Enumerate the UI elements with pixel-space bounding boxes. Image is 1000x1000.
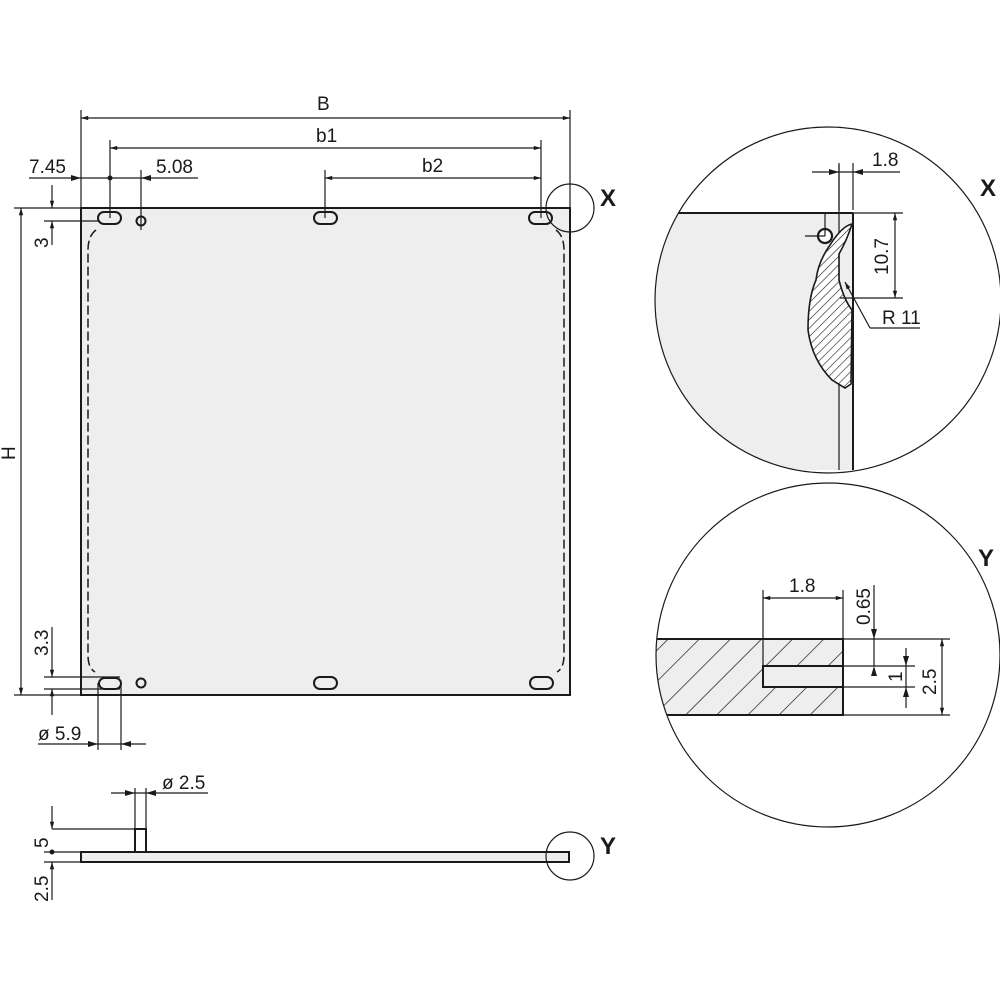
dim-5-08-label: 5.08 — [156, 157, 193, 178]
detail-x-circle — [654, 126, 1000, 474]
front-view: B b1 b2 7.45 5.08 3 H 3.3 — [0, 94, 616, 750]
right-fold-edge — [555, 229, 565, 673]
side-pin — [134, 828, 147, 853]
hole-bottom-left — [135, 677, 147, 689]
detail-y-dim-0-65: 0.65 — [854, 588, 875, 625]
side-panel — [80, 851, 570, 863]
detail-x-dim-10-7: 10.7 — [872, 238, 893, 275]
detail-y: Y 1.8 0.65 1 2.5 — [655, 482, 1000, 828]
detail-y-marker-circle — [545, 831, 595, 881]
slot-bottom-right — [529, 676, 554, 690]
dim-thickness-label: 2.5 — [32, 876, 53, 902]
dim-5-9-label: ø 5.9 — [38, 724, 81, 745]
dim-pin-height-label: 5 — [32, 837, 53, 848]
detail-y-label: Y — [978, 545, 994, 572]
left-fold-edge — [87, 229, 97, 673]
detail-y-groove — [762, 665, 844, 688]
front-panel — [80, 207, 571, 696]
detail-y-circle — [655, 482, 1000, 828]
dim-b1-label: b1 — [316, 126, 337, 147]
detail-x-dim-1-8: 1.8 — [872, 150, 898, 171]
dim-top-3-label: 3 — [32, 237, 53, 248]
dim-7-45-label: 7.45 — [29, 157, 66, 178]
detail-x-marker-circle — [545, 183, 595, 233]
slot-bottom-center — [313, 676, 338, 690]
detail-y-marker-label: Y — [600, 833, 616, 860]
dim-pin-dia-label: ø 2.5 — [162, 773, 205, 794]
detail-x-dim-R11: R 11 — [882, 308, 921, 329]
detail-y-dim-1-8: 1.8 — [789, 576, 815, 597]
detail-y-dim-2-5: 2.5 — [920, 669, 941, 695]
detail-x: X 1.8 10.7 R 11 — [654, 126, 1000, 474]
dim-B-label: B — [317, 94, 330, 115]
detail-x-marker-label: X — [600, 185, 616, 212]
hatched-section — [807, 222, 854, 389]
detail-y-dim-1: 1 — [886, 671, 907, 682]
dim-b2-label: b2 — [422, 156, 443, 177]
dim-H-label: H — [0, 446, 20, 460]
side-view: ø 2.5 5 2.5 Y — [32, 773, 616, 902]
detail-x-label: X — [980, 175, 996, 202]
dim-3-3-label: 3.3 — [32, 630, 53, 656]
